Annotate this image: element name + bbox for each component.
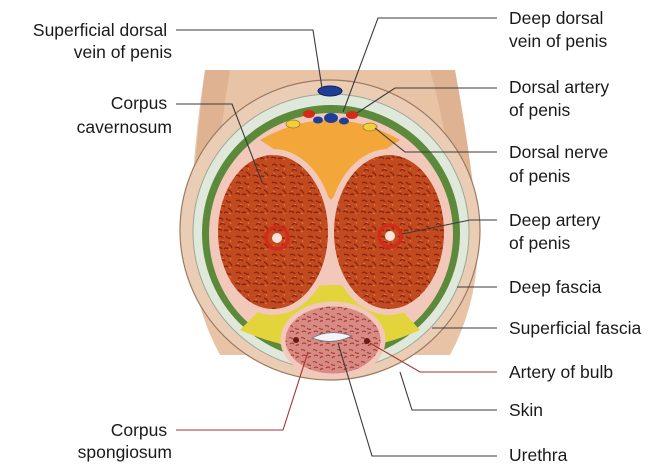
dorsal-artery-left — [303, 110, 315, 118]
label-urethra: Urethra — [509, 445, 568, 464]
artery-of-bulb-left — [293, 337, 299, 343]
label-deep-dorsal-vein: Deep dorsal vein of penis — [509, 8, 608, 51]
corpus-cavernosum-left — [215, 152, 331, 312]
label-superficial-dorsal-vein: Superficial dorsal vein of penis — [33, 20, 172, 62]
label-superficial-fascia: Superficial fascia — [509, 318, 642, 338]
dorsal-nerve-left — [286, 120, 300, 128]
label-skin: Skin — [509, 400, 543, 420]
label-deep-artery: Deep artery of penis — [509, 210, 605, 253]
label-corpus-cavernosum: Corpus cavernosum — [77, 93, 172, 137]
dorsal-nerve-right — [363, 123, 377, 131]
label-artery-of-bulb: Artery of bulb — [509, 362, 613, 382]
label-dorsal-artery: Dorsal artery of penis — [509, 77, 614, 120]
dorsal-artery-right — [346, 111, 358, 119]
deep-dorsal-vein — [324, 113, 338, 123]
label-dorsal-nerve: Dorsal nerve of penis — [509, 142, 613, 186]
label-deep-fascia: Deep fascia — [509, 277, 602, 297]
artery-of-bulb-right — [364, 338, 370, 344]
leader-skin — [400, 372, 497, 410]
label-corpus-spongiosum: Corpus spongiosum — [78, 420, 172, 462]
